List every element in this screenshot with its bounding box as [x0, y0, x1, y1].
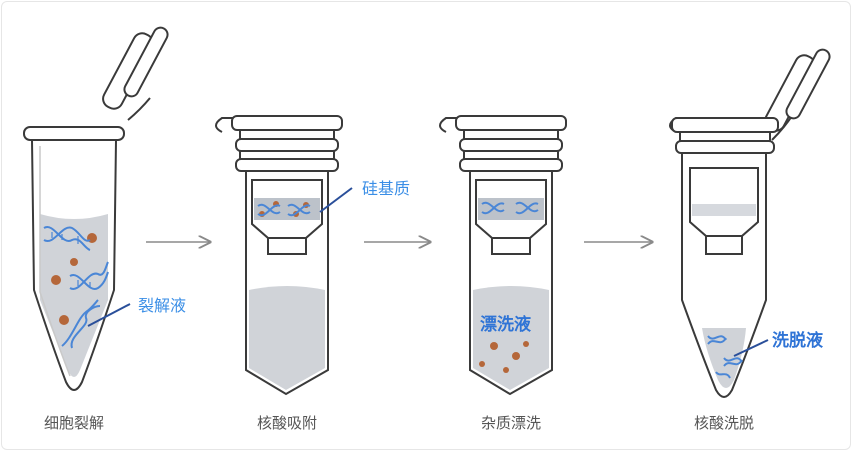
label-lysis-buffer: 裂解液: [138, 296, 186, 315]
label-silica-membrane: 硅基质: [362, 179, 410, 198]
tube-body: [30, 139, 118, 391]
dna-icon: [61, 299, 101, 349]
step-caption-wash: 杂质漂洗: [481, 414, 541, 432]
elution-tube: [669, 48, 831, 398]
tube-rim: [23, 126, 125, 141]
elution-tube-lid: [764, 48, 831, 141]
step-caption-adsorption: 核酸吸附: [257, 414, 317, 432]
waste-liquid: [249, 286, 325, 390]
wash-silica-membrane: [478, 198, 544, 220]
dna-icon: [43, 226, 91, 251]
silica-membrane: [254, 198, 320, 220]
tube-lid: [102, 26, 169, 121]
pointer-lines: [87, 187, 769, 357]
dna-icon: [481, 201, 539, 215]
label-elution-buffer: 洗脱液: [772, 330, 823, 351]
lysis-liquid: [40, 214, 108, 377]
wash-waste-liquid: [473, 286, 549, 390]
adsorption-column: [215, 115, 343, 396]
wash-column: [439, 115, 567, 396]
label-wash-buffer: 漂洗液: [480, 314, 531, 335]
dna-icon: [707, 335, 743, 379]
dna-icon: [69, 261, 109, 290]
dna-icon: [257, 203, 311, 217]
washed-impurities: [479, 341, 529, 373]
step-caption-elution: 核酸洗脱: [694, 414, 754, 432]
lysis-tube: [23, 26, 169, 391]
step-caption-lysis: 细胞裂解: [44, 414, 104, 432]
dna-helices: [43, 201, 743, 379]
